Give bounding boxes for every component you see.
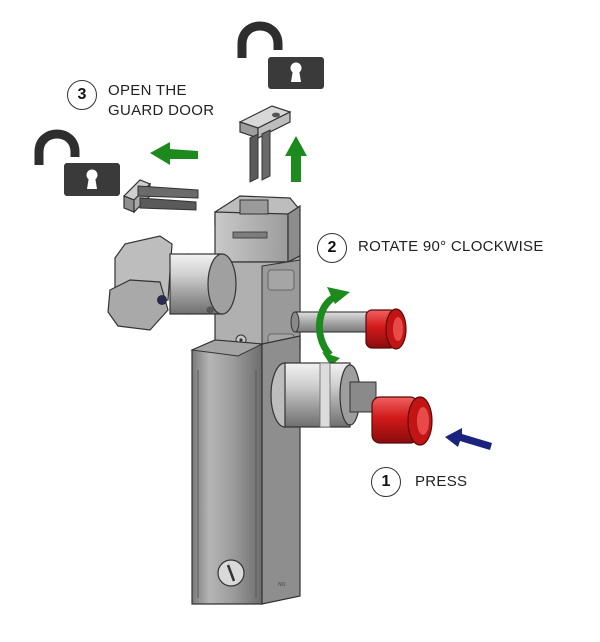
svg-text:NO: NO — [278, 582, 286, 588]
unlocked-padlock-icon — [237, 21, 324, 89]
rotation-shaft — [290, 311, 371, 333]
actuator-top — [238, 105, 292, 183]
green-arrow-left — [150, 142, 198, 165]
step-1-number: 1 — [371, 467, 401, 497]
green-rotate-arrow — [315, 287, 350, 366]
step-3-number: 3 — [67, 80, 97, 110]
blue-press-arrow — [445, 428, 492, 450]
step-2-label: ROTATE 90° CLOCKWISE — [358, 238, 544, 255]
red-push-button — [371, 396, 433, 446]
step-2-number: 2 — [317, 233, 347, 263]
step-1-label: PRESS — [415, 473, 468, 490]
unlocked-padlock-icon — [34, 129, 120, 196]
actuator-left — [122, 179, 199, 214]
red-rotation-knob — [365, 308, 407, 350]
step-3-label-line1: OPEN THE — [108, 82, 187, 99]
step-3-label-line2: GUARD DOOR — [108, 102, 215, 119]
push-button-housing — [270, 362, 377, 428]
rotary-cam-assembly — [107, 235, 237, 331]
green-arrow-up — [285, 136, 307, 182]
